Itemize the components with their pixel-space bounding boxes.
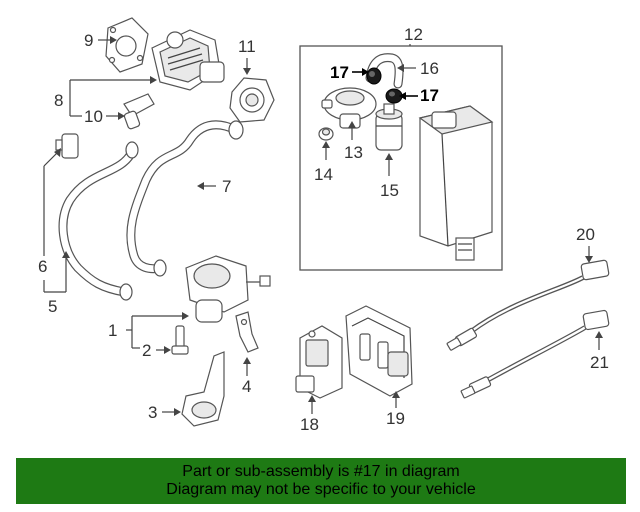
callout-2-label: 2: [142, 341, 151, 360]
part-16-hose: [365, 53, 404, 89]
part-12-evap-box: 12: [299, 25, 503, 271]
callout-11-label: 11: [238, 37, 256, 56]
callout-21-label: 21: [590, 353, 609, 372]
callout-18: 18: [300, 395, 319, 434]
callout-4: 4: [242, 357, 251, 396]
callout-17-upper: 17: [330, 63, 369, 82]
part-11-cover: [229, 77, 275, 123]
callout-8: 8: [54, 76, 157, 117]
notice-line-1: Part or sub-assembly is #17 in diagram: [182, 463, 460, 480]
callout-21: 21: [590, 331, 609, 372]
callout-14: 14: [314, 141, 333, 184]
callout-17-upper-label: 17: [330, 63, 349, 82]
notice-banner: Part or sub-assembly is #17 in diagram D…: [16, 458, 626, 504]
callout-1-label: 1: [108, 321, 117, 340]
part-9-gasket: [105, 17, 149, 73]
callout-7: 7: [197, 177, 231, 196]
callout-5-label: 5: [48, 297, 57, 316]
callout-15-label: 15: [380, 181, 399, 200]
callout-8-label: 8: [54, 91, 63, 110]
part-19-panel: [345, 305, 413, 397]
callout-20: 20: [576, 225, 595, 263]
callout-14-label: 14: [314, 165, 333, 184]
callout-17-lower: 17: [399, 86, 439, 105]
callout-1: 1: [108, 312, 189, 349]
callout-17-lower-label: 17: [420, 86, 439, 105]
callout-10-label: 10: [84, 107, 103, 126]
callout-3: 3: [148, 403, 181, 422]
part-18-module: [295, 325, 343, 399]
callout-13-label: 13: [344, 143, 363, 162]
callout-16-label: 16: [420, 59, 439, 78]
callout-18-label: 18: [300, 415, 319, 434]
callout-13: 13: [344, 121, 363, 162]
part-13-purge-valve: [321, 87, 377, 129]
callout-15: 15: [380, 153, 399, 200]
callout-16: 16: [397, 59, 439, 78]
part-15-filter: [375, 103, 403, 151]
callout-3-label: 3: [148, 403, 157, 422]
callout-2: 2: [142, 341, 171, 360]
hose-assembly: [55, 120, 244, 301]
callout-12-label: 12: [404, 25, 423, 44]
parts-diagram: 9 8 10 11: [38, 17, 610, 434]
callout-5-6: 6 5: [38, 148, 70, 316]
callout-4-label: 4: [242, 377, 251, 396]
part-10-sensor: [123, 93, 155, 130]
part-2-bolt: [171, 325, 189, 355]
charcoal-canister: [418, 105, 494, 261]
part-1-air-pump: [185, 255, 271, 323]
part-3-bracket: [181, 351, 225, 427]
part-8-air-valve: [151, 29, 225, 91]
callout-7-label: 7: [222, 177, 231, 196]
part-17-clamp-upper: [366, 67, 382, 85]
part-21-o2-sensor: [460, 309, 610, 399]
part-4-bracket: [235, 311, 259, 353]
callout-9: 9: [84, 31, 117, 50]
callout-9-label: 9: [84, 31, 93, 50]
part-14-seal: [318, 127, 334, 141]
callout-19-label: 19: [386, 409, 405, 428]
callout-6-label: 6: [38, 257, 47, 276]
callout-19: 19: [386, 391, 405, 428]
callout-20-label: 20: [576, 225, 595, 244]
callout-11: 11: [238, 37, 256, 75]
callout-10: 10: [84, 107, 125, 126]
part-20-o2-sensor: [446, 259, 610, 351]
notice-line-2: Diagram may not be specific to your vehi…: [166, 481, 476, 498]
